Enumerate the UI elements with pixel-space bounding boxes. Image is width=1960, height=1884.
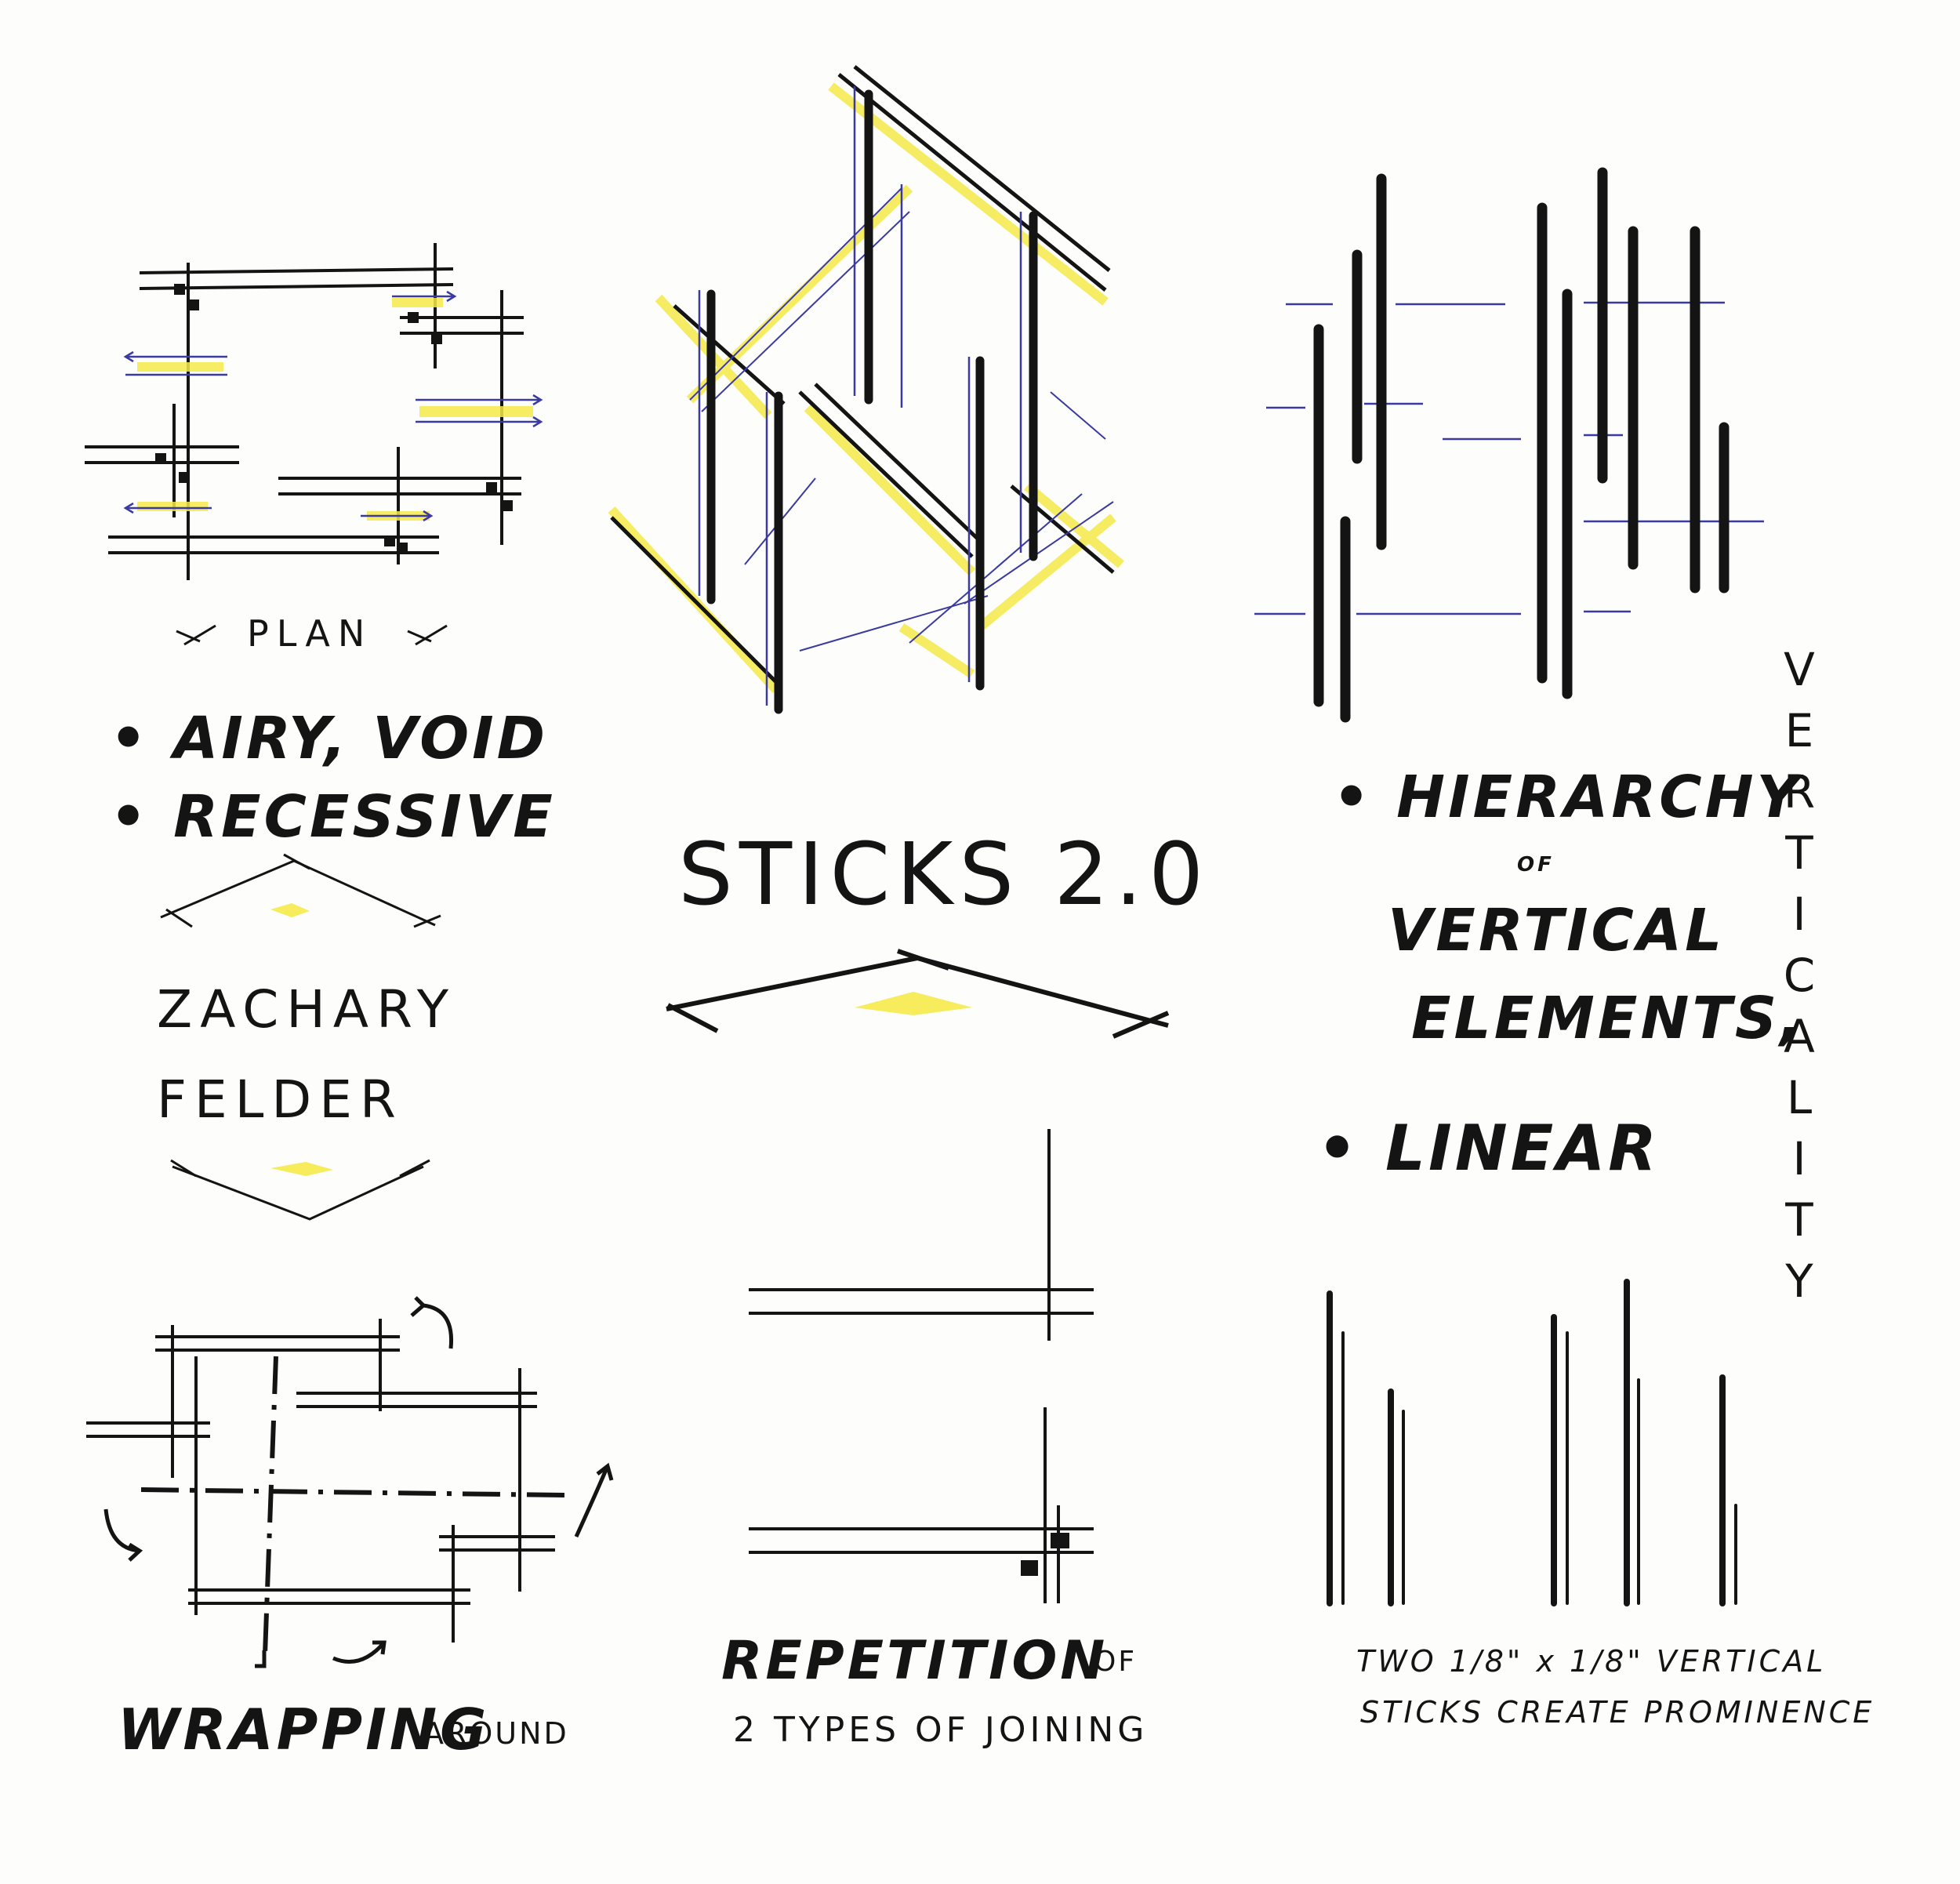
verticality-letter: I	[1792, 888, 1806, 941]
left-bullet-1-text: AIRY, VOID	[173, 705, 549, 772]
isometric-sketch	[608, 65, 1124, 714]
verticality-letter: R	[1783, 765, 1816, 819]
author-first-name: ZACHARY	[157, 979, 457, 1040]
two-sticks-caption-line2: STICKS CREATE PROMINENCE	[1360, 1695, 1875, 1730]
right-bullet-1-of: OF	[1517, 853, 1555, 877]
joining-blocks	[1021, 1533, 1069, 1576]
verticality-letter: T	[1785, 826, 1813, 880]
right-bullet-1: • HIERARCHY	[1333, 764, 1802, 831]
author-last-name: FELDER	[157, 1069, 404, 1130]
page-title: STICKS 2.0	[678, 824, 1210, 924]
joining-sketch	[749, 1129, 1094, 1603]
wrapping-caption-main: WRAPPING	[118, 1697, 490, 1762]
repetition-caption-small: OF	[1094, 1646, 1138, 1678]
plan-sketch	[85, 243, 524, 580]
plan-yellow-highlights	[137, 298, 533, 521]
verticality-letter: E	[1784, 704, 1814, 757]
verticality-letter: V	[1784, 643, 1815, 696]
verticality-letter: C	[1783, 949, 1816, 1002]
left-bullet-2-text: RECESSIVE	[173, 783, 556, 851]
vertical-sticks-sketch	[1254, 167, 1764, 723]
chevron-left-top	[160, 853, 441, 928]
right-bullet-1-line4: ELEMENTS,	[1411, 985, 1806, 1052]
verticality-letter: A	[1784, 1010, 1815, 1063]
wrapping-sketch	[86, 1319, 555, 1643]
plan-joints	[155, 284, 513, 554]
repetition-caption-line2: 2 TYPES OF JOINING	[733, 1710, 1149, 1750]
verticality-letter: Y	[1785, 1254, 1813, 1308]
wrapping-caption-small: AROUND	[423, 1716, 569, 1751]
repetition-caption-main: REPETITION	[721, 1630, 1109, 1692]
left-bullet-1: • AIRY, VOID	[110, 705, 549, 772]
two-sticks-caption-line1: TWO 1/8" x 1/8" VERTICAL	[1356, 1644, 1827, 1679]
plan-label-markers	[176, 624, 448, 646]
right-bullet-2-text: LINEAR	[1385, 1112, 1660, 1185]
wrapping-rotation-arrows	[103, 1296, 614, 1668]
chevron-center	[666, 949, 1170, 1039]
right-bullet-1-line3: VERTICAL	[1388, 897, 1726, 964]
verticality-letter: T	[1785, 1193, 1813, 1247]
plan-blue-arrows	[123, 290, 543, 522]
two-sticks-sketch	[1327, 1279, 1737, 1606]
wrapping-center-axes	[140, 1356, 565, 1655]
chevron-left-bottom	[170, 1159, 430, 1221]
right-bullet-1-text: HIERARCHY	[1396, 764, 1802, 831]
left-bullet-2: • RECESSIVE	[110, 783, 556, 851]
plan-label: PLAN	[247, 612, 373, 655]
right-bullet-2: • LINEAR	[1317, 1112, 1660, 1185]
verticality-word: V E R T I C A L I T Y	[1768, 639, 1831, 1312]
verticality-letter: L	[1786, 1071, 1813, 1124]
verticality-letter: I	[1792, 1132, 1806, 1185]
